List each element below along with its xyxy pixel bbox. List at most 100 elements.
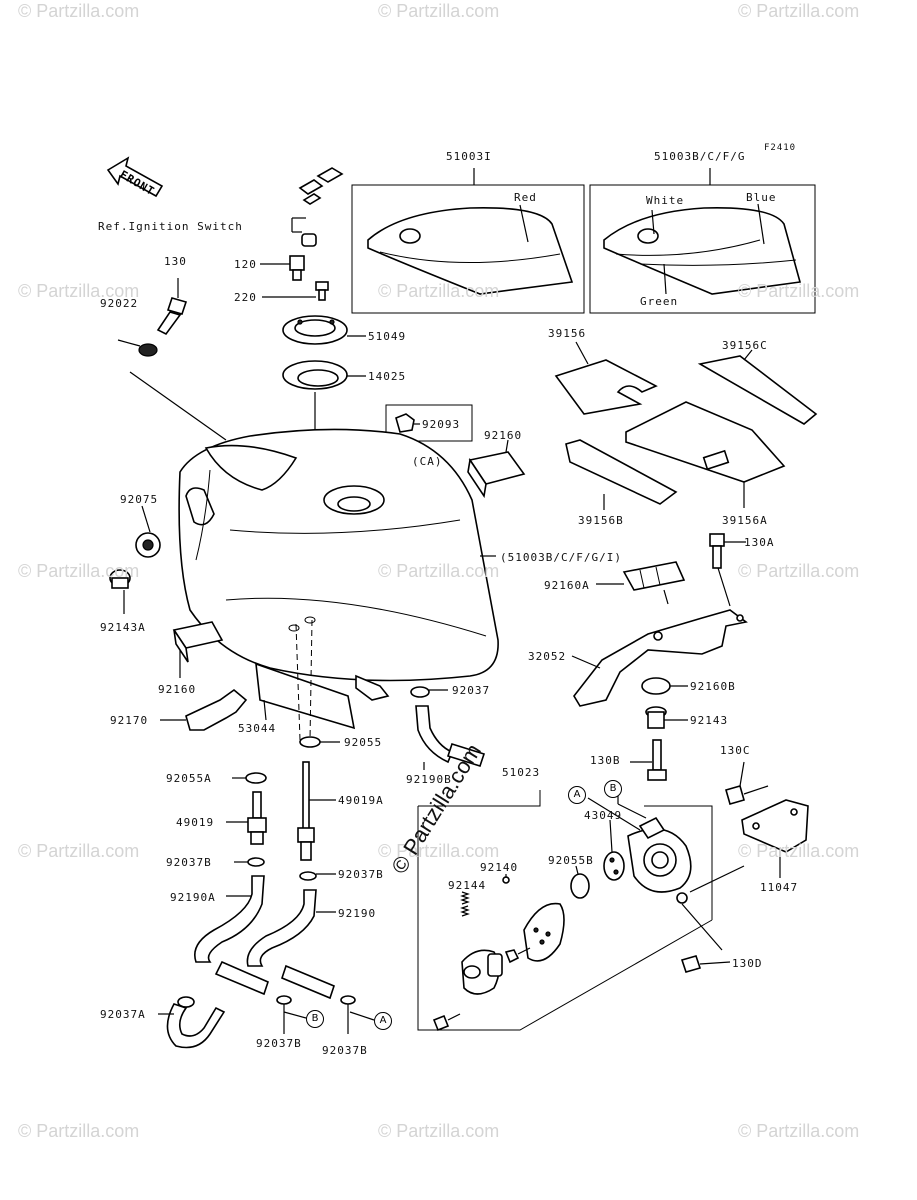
ignition-key-icon — [291, 167, 344, 247]
ref-marker-B-upper: B — [604, 780, 622, 798]
callout-92022: 92022 — [100, 297, 139, 310]
callout-39156C: 39156C — [722, 339, 768, 352]
callout-32052: 32052 — [528, 650, 567, 663]
front-arrow-icon — [106, 156, 164, 198]
bolt-130C-icon — [725, 761, 769, 805]
callout-92037B-upper: 92037B — [166, 856, 212, 869]
fuel-tank-icon — [129, 371, 499, 701]
bracket-11047-icon — [689, 799, 809, 893]
decal-box-51003I — [351, 168, 585, 314]
callout-92055B: 92055B — [548, 854, 594, 867]
callout-39156: 39156 — [548, 327, 587, 340]
callout-92144: 92144 — [448, 879, 487, 892]
callout-CA: (CA) — [412, 455, 443, 468]
pipe-49019-icon — [226, 791, 267, 845]
clamp-92037A-icon — [158, 996, 226, 1049]
pad-39156C-icon — [697, 349, 818, 425]
disc-43049-icon — [603, 819, 625, 881]
gasket-14025-icon — [282, 360, 366, 480]
decal-right-color-green: Green — [640, 295, 679, 308]
callout-130: 130 — [164, 255, 187, 268]
callout-92037B-middle: 92037B — [338, 868, 384, 881]
screw-120-icon — [260, 255, 305, 281]
spring-92144-icon — [460, 891, 470, 917]
fuel-cock-group-box — [417, 790, 713, 1031]
fuel-cock-43049-icon — [587, 796, 692, 904]
decal-right-color-blue: Blue — [746, 191, 777, 204]
ref-marker-A-upper: A — [568, 786, 586, 804]
bolt-130D-icon — [680, 903, 731, 973]
pad-39156-icon — [554, 341, 658, 415]
hose-92190A-icon — [194, 875, 269, 996]
screw-small-1-icon — [504, 947, 531, 964]
rubber-92160-left-icon — [172, 621, 224, 678]
callout-11047: 11047 — [760, 881, 799, 894]
callout-92160B: 92160B — [690, 680, 736, 693]
decal-left-part: 51003I — [446, 150, 492, 163]
rubber-92160-top-icon — [467, 439, 526, 499]
callout-130C: 130C — [720, 744, 751, 757]
nut-92093-icon — [385, 404, 473, 442]
callout-92037B-lower-left: 92037B — [256, 1037, 302, 1050]
callout-130A: 130A — [744, 536, 775, 549]
clip-92037B-lower-right-icon — [340, 995, 375, 1034]
decal-right-part: 51003B/C/F/G — [654, 150, 746, 163]
clip-92170-icon — [160, 688, 248, 731]
callout-92160-top: 92160 — [484, 429, 523, 442]
callout-92160: 92160 — [158, 683, 197, 696]
fuel-cap-51049-icon — [282, 315, 366, 345]
clip-92037-icon — [410, 686, 448, 698]
ref-marker-B-lower: B — [306, 1010, 324, 1028]
callout-92055A: 92055A — [166, 772, 212, 785]
oring-92055B-icon — [570, 865, 590, 899]
hose-92190-icon — [246, 889, 336, 1000]
ref-ignition-note: Ref.Ignition Switch — [98, 220, 243, 233]
callout-130B: 130B — [590, 754, 621, 767]
callout-92190B: 92190B — [406, 773, 452, 786]
figure-code: F2410 — [764, 143, 797, 153]
collar-92143A-icon — [109, 569, 131, 614]
callout-92140: 92140 — [480, 861, 519, 874]
clip-92037B-lower-left-icon — [276, 995, 307, 1034]
callout-92037A: 92037A — [100, 1008, 146, 1021]
bolt-130-icon — [156, 278, 188, 336]
decal-right-color-white: White — [646, 194, 685, 207]
strip-53044-icon — [255, 662, 356, 730]
callout-43049: 43049 — [584, 809, 623, 822]
washer-92022-icon — [117, 339, 158, 357]
collar-92143-icon — [645, 706, 688, 729]
rubber-92160B-icon — [641, 677, 688, 695]
callout-92143: 92143 — [690, 714, 729, 727]
clip-92037B-upper-icon — [234, 857, 265, 867]
pad-39156A-icon — [625, 401, 786, 508]
decal-box-51003BCFG — [589, 168, 816, 314]
hose-92190B-icon — [415, 705, 486, 770]
callout-92160A: 92160A — [544, 579, 590, 592]
callout-14025: 14025 — [368, 370, 407, 383]
pipe-49019A-icon — [297, 761, 336, 861]
callout-92055: 92055 — [344, 736, 383, 749]
callout-120: 120 — [234, 258, 257, 271]
callout-39156B: 39156B — [578, 514, 624, 527]
lever-knob-icon — [461, 949, 503, 995]
clip-92037B-middle-icon — [299, 871, 336, 881]
screw-220-icon — [262, 281, 329, 301]
rubber-92160A-icon — [596, 561, 686, 605]
ball-92140-icon — [502, 874, 510, 884]
callout-92093: 92093 — [422, 418, 461, 431]
callout-92190A: 92190A — [170, 891, 216, 904]
callout-92170: 92170 — [110, 714, 149, 727]
callout-220: 220 — [234, 291, 257, 304]
callout-92037: 92037 — [452, 684, 491, 697]
callout-39156A: 39156A — [722, 514, 768, 527]
callout-49019: 49019 — [176, 816, 215, 829]
bolt-130A-icon — [709, 533, 746, 607]
oring-92055A-icon — [232, 772, 267, 784]
callout-53044: 53044 — [238, 722, 277, 735]
callout-92075: 92075 — [120, 493, 159, 506]
callout-49019A: 49019A — [338, 794, 384, 807]
callout-92037B-lower-right: 92037B — [322, 1044, 368, 1057]
callout-51049: 51049 — [368, 330, 407, 343]
callout-51023: 51023 — [502, 766, 541, 779]
